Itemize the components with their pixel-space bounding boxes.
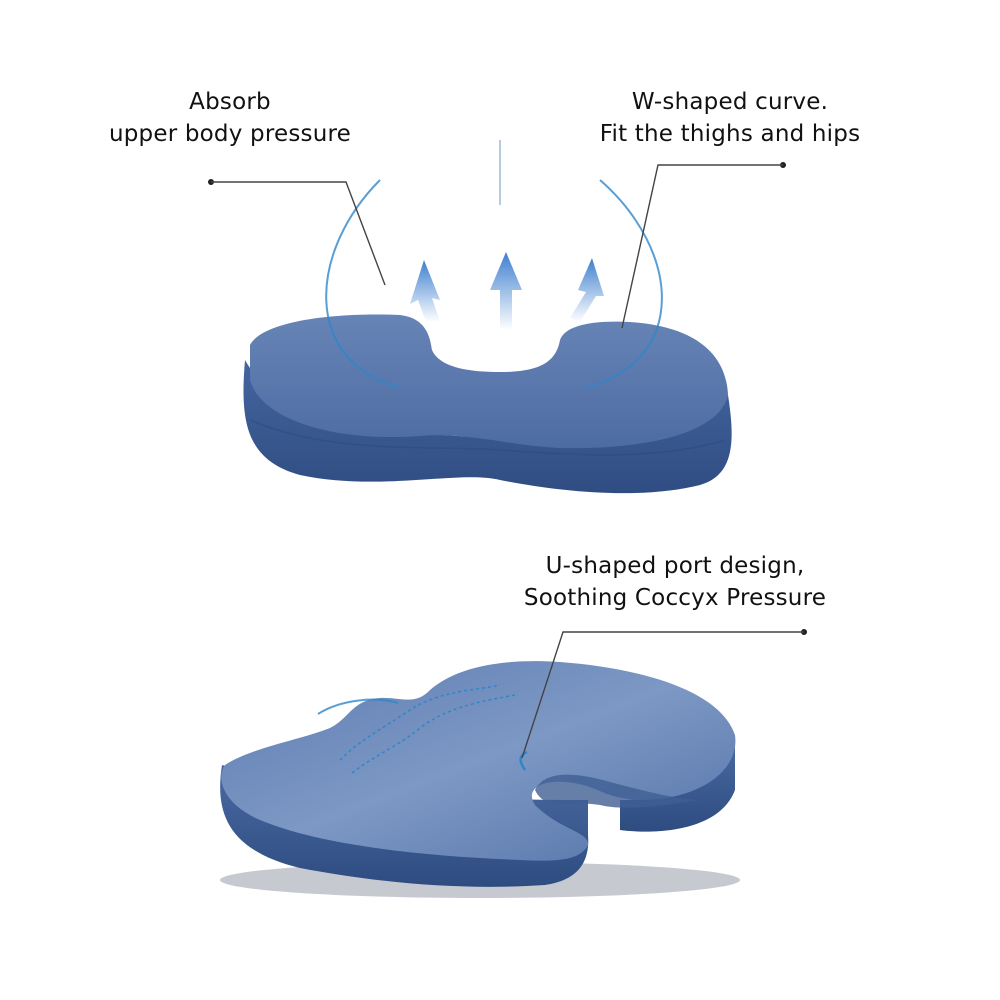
annotation-line-1: U-shaped port design, bbox=[545, 553, 805, 579]
accent-curve-right bbox=[584, 179, 663, 389]
top-cushion bbox=[208, 140, 786, 494]
annotation-absorb-pressure: Absorb upper body pressure bbox=[70, 86, 390, 150]
arrow-up-icon bbox=[490, 252, 522, 330]
annotation-line-2: Soothing Coccyx Pressure bbox=[523, 585, 827, 611]
bottom-cushion bbox=[220, 629, 807, 898]
annotation-w-shaped-curve: W-shaped curve. Fit the thighs and hips bbox=[560, 86, 900, 150]
leader-line-absorb bbox=[211, 181, 386, 286]
annotation-line-1: Absorb bbox=[189, 89, 271, 115]
arrow-up-right-icon bbox=[570, 258, 604, 322]
leader-line-w-curve bbox=[621, 164, 783, 329]
annotation-u-shaped-port: U-shaped port design, Soothing Coccyx Pr… bbox=[490, 550, 860, 614]
annotation-line-2: upper body pressure bbox=[108, 121, 352, 147]
annotation-line-2: Fit the thighs and hips bbox=[599, 121, 861, 147]
leader-line-u-port bbox=[521, 631, 804, 759]
pressure-arrows bbox=[410, 252, 604, 330]
annotation-line-1: W-shaped curve. bbox=[631, 89, 829, 115]
arrow-up-left-icon bbox=[410, 260, 440, 322]
